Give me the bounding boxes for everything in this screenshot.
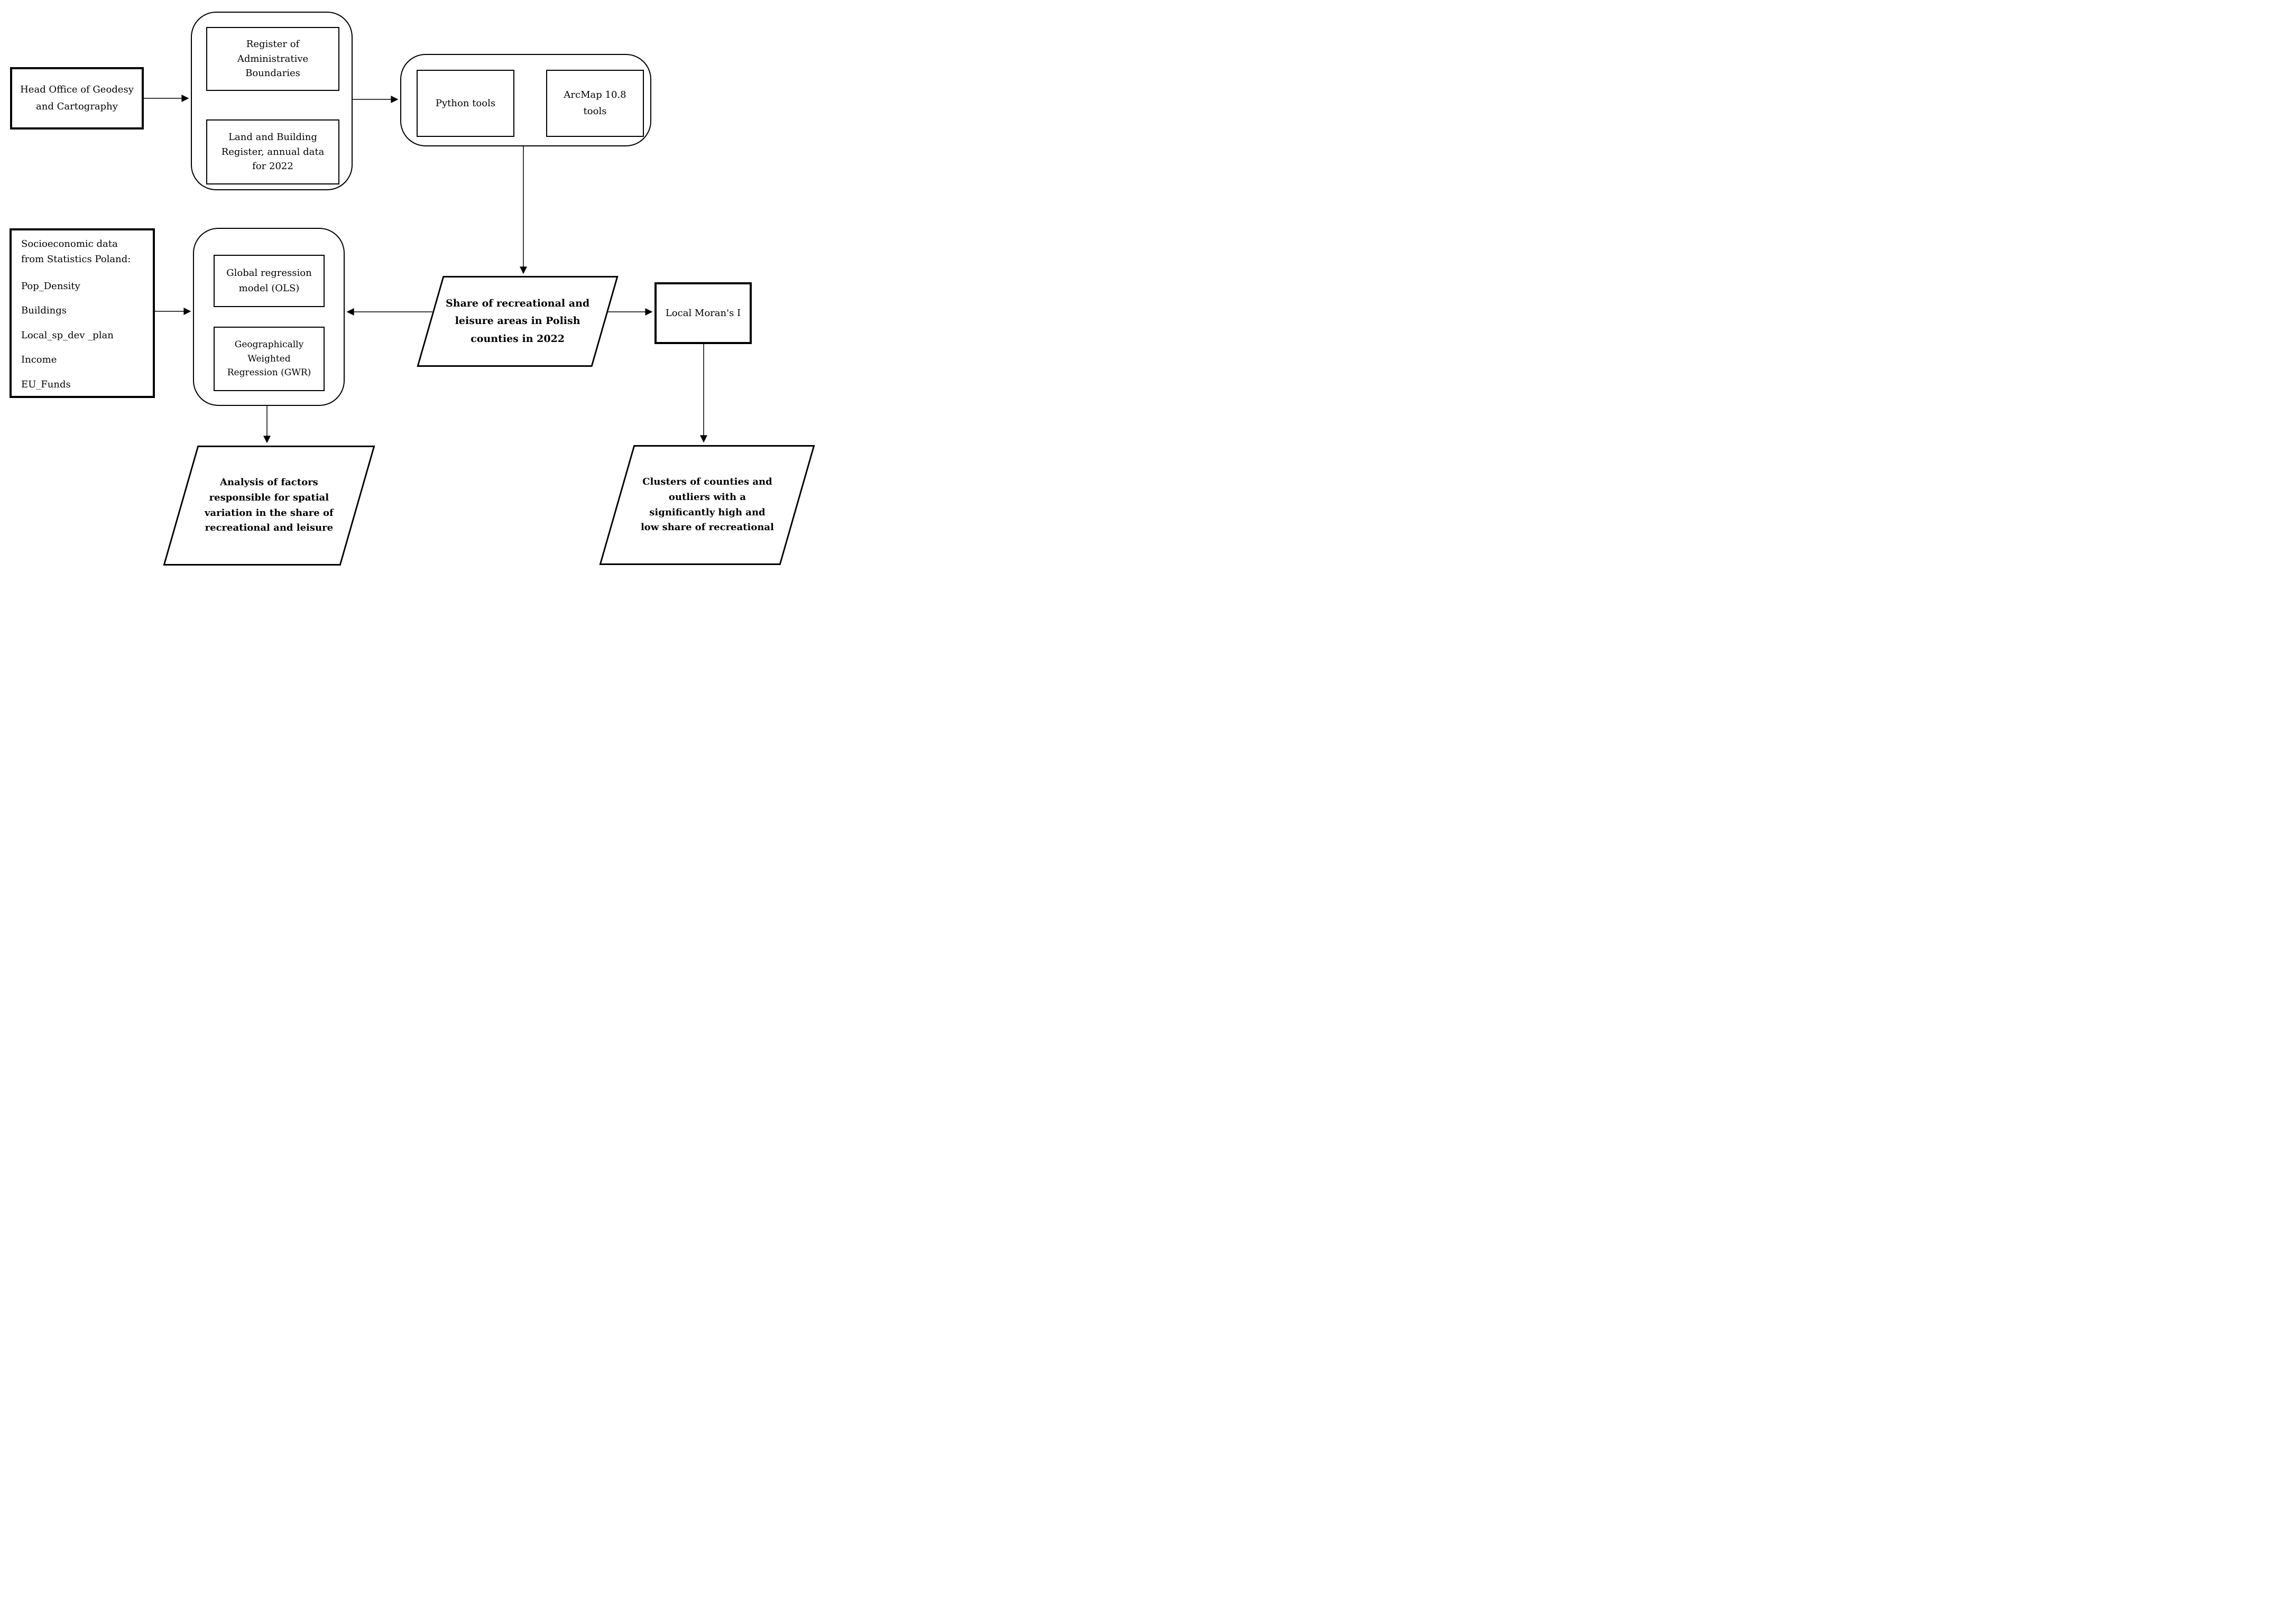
- node-local-morans-i: Local Moran's I: [654, 282, 752, 344]
- node-python-tools: Python tools: [417, 70, 514, 137]
